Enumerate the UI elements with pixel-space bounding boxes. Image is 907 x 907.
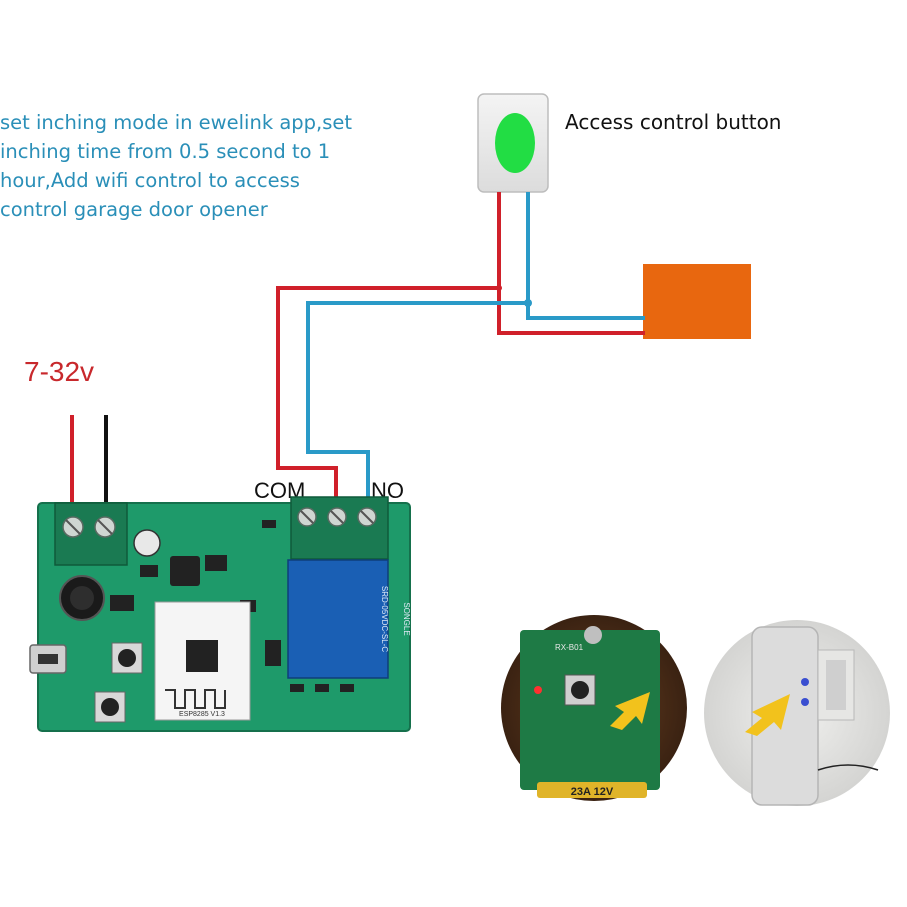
electric-lock	[643, 264, 751, 339]
relay-model-text: SRD-05VDC-SL-C	[380, 586, 389, 652]
remote-pcb	[520, 630, 660, 790]
remote-board-photo: 23A 12V RX-B01	[501, 615, 687, 801]
red-wire-lock	[497, 288, 645, 335]
inductor	[170, 556, 200, 586]
wifi-module: ESP8285 V1.3	[154, 601, 251, 721]
green-button-icon	[495, 113, 535, 173]
board-label: RX-B01	[555, 643, 584, 652]
arrow-icon	[745, 694, 790, 736]
relay-module-pcb: ESP8285 V1.3 SRD-05VDC-SL-C SONGLE	[29, 496, 411, 732]
battery	[537, 782, 647, 798]
instruction-text: set inching mode in ewelink app,set inch…	[0, 111, 353, 221]
access-control-button-label: Access control button	[565, 110, 782, 134]
access-control-button	[477, 93, 549, 193]
wires	[70, 192, 645, 505]
blue-wire-lock	[526, 303, 645, 320]
relay: SRD-05VDC-SL-C SONGLE	[287, 559, 411, 679]
voltage-label: 7-32v	[24, 356, 95, 387]
blue-wire-no	[306, 192, 530, 505]
remote-button	[571, 681, 589, 699]
access-control-unit-photo	[704, 620, 890, 806]
wifi-module-label: ESP8285 V1.3	[179, 711, 225, 718]
relay-brand-text: SONGLE	[402, 602, 411, 635]
capacitor-small	[133, 529, 161, 557]
relay-terminal-block	[290, 496, 389, 560]
red-wire-com	[276, 192, 501, 505]
battery-label: 23A 12V	[571, 786, 614, 798]
arrow-icon	[610, 692, 650, 730]
